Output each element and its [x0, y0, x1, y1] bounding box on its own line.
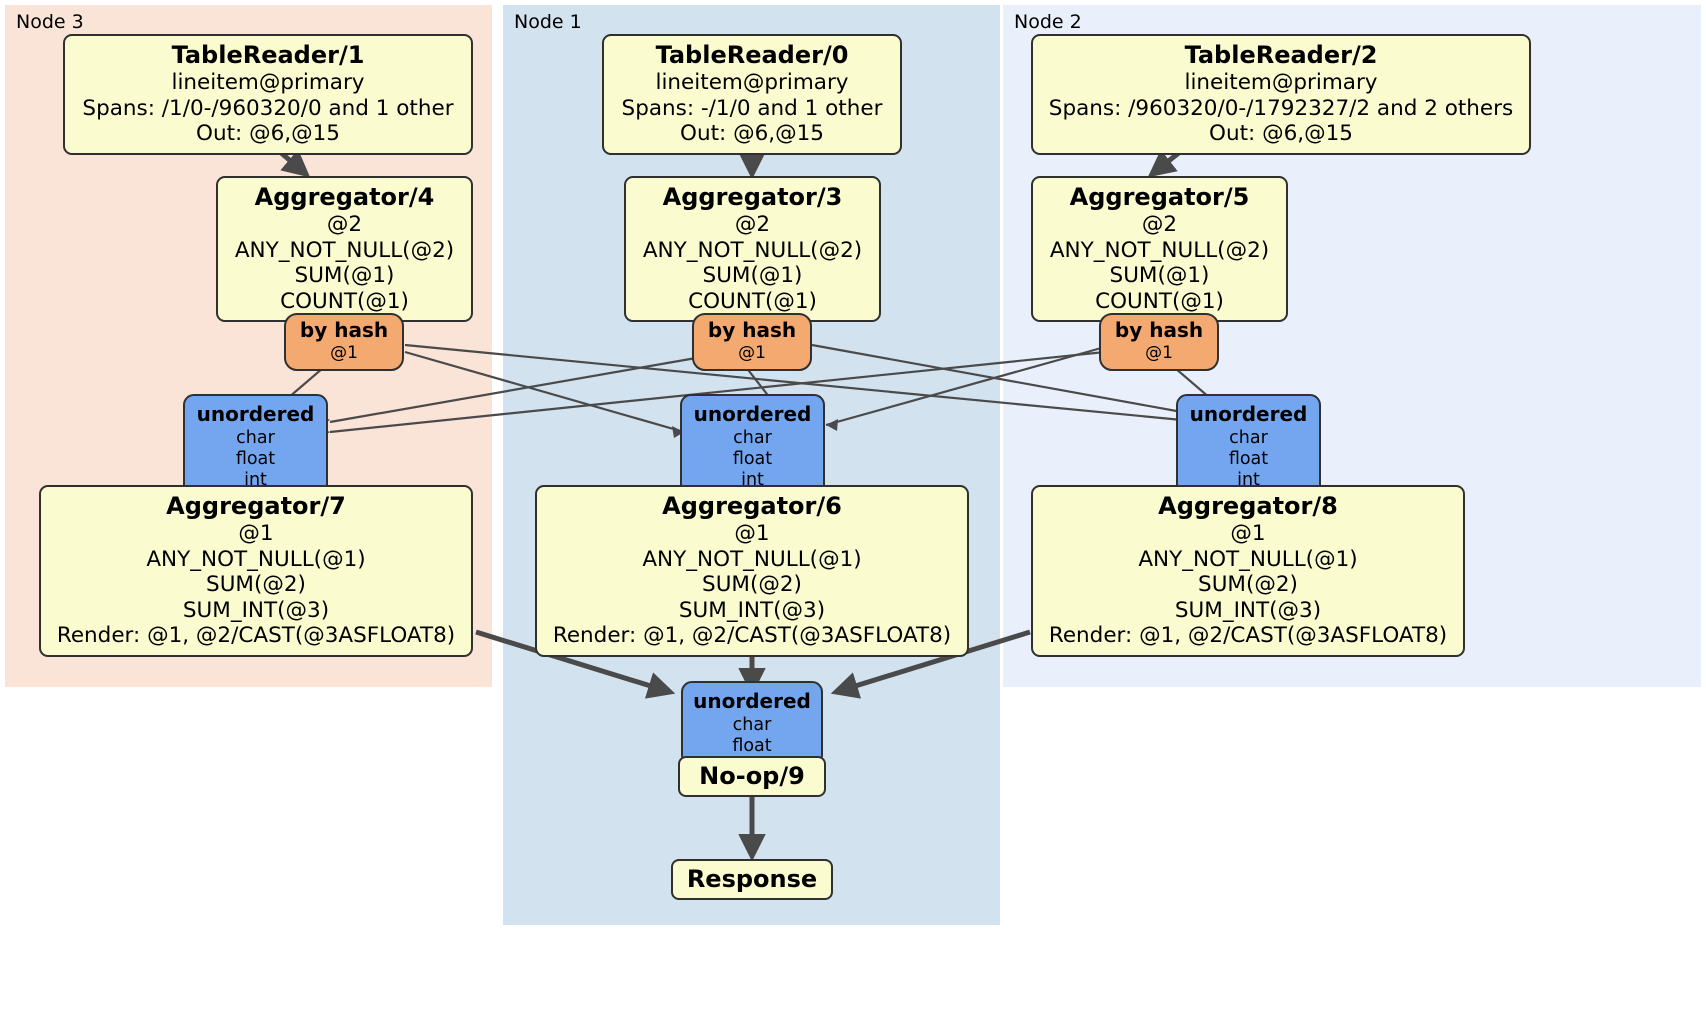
- processor-aggregator-3[interactable]: Aggregator/3 @2 ANY_NOT_NULL(@2) SUM(@1)…: [624, 176, 881, 322]
- processor-detail-line: SUM(@2): [702, 572, 802, 597]
- processor-table-reader-2[interactable]: TableReader/2 lineitem@primary Spans: /9…: [1031, 34, 1531, 155]
- processor-detail-line: @1: [1230, 521, 1266, 546]
- processor-detail-line: lineitem@primary: [1184, 70, 1378, 95]
- router-detail-line: @1: [330, 343, 358, 363]
- processor-title: Aggregator/4: [254, 183, 435, 211]
- synchronizer-unordered-node3[interactable]: unordered char float int: [183, 394, 328, 500]
- processor-detail-line: Out: @6,@15: [196, 121, 340, 146]
- node-panel-label-node1: Node 1: [514, 11, 582, 33]
- processor-response[interactable]: Response: [671, 859, 833, 900]
- processor-detail-line: @2: [734, 212, 771, 237]
- processor-detail-line: ANY_NOT_NULL(@2): [234, 237, 455, 263]
- synchronizer-title: unordered: [693, 402, 812, 426]
- processor-title: Response: [686, 865, 818, 893]
- processor-detail-line: ANY_NOT_NULL(@1): [1138, 546, 1358, 572]
- processor-detail-line: Spans: /1/0-/960320/0 and 1 other: [82, 95, 454, 121]
- processor-detail-line: ANY_NOT_NULL(@1): [146, 546, 366, 572]
- processor-detail-line: Out: @6,@15: [680, 121, 824, 146]
- processor-detail-line: SUM_INT(@3): [182, 597, 330, 623]
- processor-detail-line: Render: @1, @2/CAST(@3ASFLOAT8): [552, 623, 952, 648]
- processor-detail-line: SUM(@1): [1109, 263, 1210, 288]
- synchronizer-type-line: char: [733, 428, 772, 448]
- processor-aggregator-8[interactable]: Aggregator/8 @1 ANY_NOT_NULL(@1) SUM(@2)…: [1031, 485, 1465, 657]
- processor-title: TableReader/1: [171, 41, 365, 69]
- processor-detail-line: SUM_INT(@3): [678, 597, 826, 623]
- processor-detail-line: COUNT(@1): [1095, 288, 1224, 314]
- processor-detail-line: SUM(@1): [294, 263, 395, 288]
- processor-detail-line: SUM(@2): [1198, 572, 1298, 597]
- synchronizer-type-line: float: [235, 449, 276, 469]
- synchronizer-title: unordered: [196, 402, 315, 426]
- synchronizer-type-line: float: [732, 449, 773, 469]
- processor-title: Aggregator/5: [1069, 183, 1250, 211]
- synchronizer-type-line: char: [1229, 428, 1268, 448]
- processor-aggregator-5[interactable]: Aggregator/5 @2 ANY_NOT_NULL(@2) SUM(@1)…: [1031, 176, 1288, 322]
- router-by-hash-node3[interactable]: by hash @1: [284, 313, 404, 371]
- synchronizer-type-line: char: [732, 715, 772, 735]
- processor-detail-line: lineitem@primary: [655, 70, 849, 95]
- processor-detail-line: SUM_INT(@3): [1174, 597, 1322, 623]
- synchronizer-type-line: float: [1228, 449, 1269, 469]
- synchronizer-title: unordered: [693, 689, 811, 713]
- synchronizer-unordered-final[interactable]: unordered char float: [681, 681, 823, 766]
- processor-detail-line: SUM(@2): [206, 572, 306, 597]
- router-detail-line: @1: [1145, 343, 1173, 363]
- processor-detail-line: ANY_NOT_NULL(@2): [642, 237, 863, 263]
- processor-table-reader-0[interactable]: TableReader/0 lineitem@primary Spans: -/…: [602, 34, 902, 155]
- processor-detail-line: Spans: -/1/0 and 1 other: [621, 95, 883, 121]
- processor-table-reader-1[interactable]: TableReader/1 lineitem@primary Spans: /1…: [63, 34, 473, 155]
- node-panel-label-node3: Node 3: [16, 11, 84, 33]
- processor-noop-9[interactable]: No-op/9: [678, 756, 826, 797]
- synchronizer-type-line: float: [732, 736, 772, 756]
- processor-detail-line: Render: @1, @2/CAST(@3ASFLOAT8): [56, 623, 456, 648]
- synchronizer-title: unordered: [1189, 402, 1308, 426]
- processor-detail-line: lineitem@primary: [171, 70, 365, 95]
- processor-detail-line: @1: [734, 521, 770, 546]
- router-by-hash-node2[interactable]: by hash @1: [1099, 313, 1219, 371]
- processor-detail-line: Out: @6,@15: [1209, 121, 1353, 146]
- processor-detail-line: Spans: /960320/0-/1792327/2 and 2 others: [1048, 95, 1514, 121]
- processor-title: Aggregator/3: [662, 183, 843, 211]
- processor-aggregator-7[interactable]: Aggregator/7 @1 ANY_NOT_NULL(@1) SUM(@2)…: [39, 485, 473, 657]
- router-title: by hash: [1114, 318, 1204, 342]
- processor-detail-line: ANY_NOT_NULL(@2): [1049, 237, 1270, 263]
- processor-title: Aggregator/7: [166, 492, 346, 520]
- router-by-hash-node1[interactable]: by hash @1: [692, 313, 812, 371]
- node-panel-label-node2: Node 2: [1014, 11, 1082, 33]
- processor-detail-line: @2: [1141, 212, 1178, 237]
- processor-detail-line: @2: [326, 212, 363, 237]
- processor-detail-line: COUNT(@1): [688, 288, 817, 314]
- processor-title: Aggregator/6: [662, 492, 842, 520]
- processor-aggregator-6[interactable]: Aggregator/6 @1 ANY_NOT_NULL(@1) SUM(@2)…: [535, 485, 969, 657]
- processor-detail-line: SUM(@1): [702, 263, 803, 288]
- processor-detail-line: Render: @1, @2/CAST(@3ASFLOAT8): [1048, 623, 1448, 648]
- processor-title: TableReader/2: [1184, 41, 1378, 69]
- processor-detail-line: ANY_NOT_NULL(@1): [642, 546, 862, 572]
- router-title: by hash: [299, 318, 389, 342]
- synchronizer-unordered-node2[interactable]: unordered char float int: [1176, 394, 1321, 500]
- processor-title: No-op/9: [699, 762, 805, 790]
- processor-title: TableReader/0: [655, 41, 849, 69]
- processor-aggregator-4[interactable]: Aggregator/4 @2 ANY_NOT_NULL(@2) SUM(@1)…: [216, 176, 473, 322]
- router-title: by hash: [707, 318, 797, 342]
- processor-detail-line: COUNT(@1): [280, 288, 409, 314]
- processor-detail-line: @1: [238, 521, 274, 546]
- processor-title: Aggregator/8: [1158, 492, 1338, 520]
- synchronizer-type-line: char: [236, 428, 275, 448]
- router-detail-line: @1: [738, 343, 766, 363]
